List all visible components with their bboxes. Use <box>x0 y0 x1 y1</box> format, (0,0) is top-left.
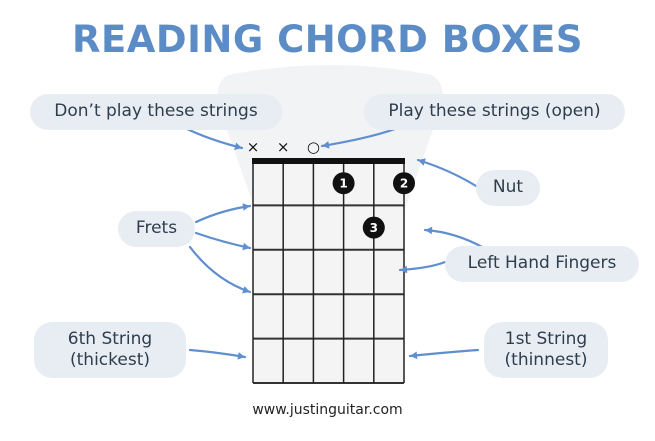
muted-string-marker: × <box>277 138 290 156</box>
arrow-head <box>322 141 330 149</box>
finger-dots: 1 2 3 <box>332 172 415 239</box>
label-first-string-line1: 1st String <box>504 328 588 349</box>
label-dont-play-strings: Don’t play these strings <box>30 94 282 130</box>
arrow-sixth-string <box>188 348 247 360</box>
muted-string-marker: × <box>247 138 260 156</box>
pointer-arrows <box>183 126 486 360</box>
finger-dot <box>332 172 355 195</box>
label-sixth-string-line2: (thickest) <box>70 350 150 370</box>
arrow-shaft <box>408 348 480 358</box>
finger-number: 1 <box>339 177 347 191</box>
arrow-head <box>242 286 250 294</box>
arrow-head <box>410 351 418 360</box>
label-left-hand-fingers: Left Hand Fingers <box>445 246 639 282</box>
label-first-string-line2: (thinnest) <box>504 350 588 370</box>
arrow-nut <box>416 158 478 188</box>
finger-number: 3 <box>370 221 378 235</box>
arrow-head <box>425 226 433 235</box>
nut-bar <box>252 158 405 164</box>
arrow-head <box>242 203 250 211</box>
open-string-marker: ○ <box>307 138 320 156</box>
arrow-shaft <box>194 204 252 224</box>
arrow-shaft <box>188 245 252 294</box>
label-nut: Nut <box>476 170 540 206</box>
arrow-fret-2 <box>194 231 252 251</box>
label-sixth-string-line1: 6th String <box>67 328 153 349</box>
fretboard-background <box>253 161 404 383</box>
string-markers: × × ○ <box>247 138 320 156</box>
arrow-head <box>234 142 242 151</box>
arrow-head <box>400 265 408 274</box>
label-sixth-string: 6th String (thickest) <box>34 322 186 378</box>
arrow-shaft <box>416 158 478 188</box>
label-left-hand-fingers-text: Left Hand Fingers <box>467 253 617 274</box>
arrow-head <box>237 352 245 360</box>
finger-dot <box>362 216 385 239</box>
fretboard-grid <box>252 158 405 384</box>
arrow-shaft <box>194 231 252 250</box>
page-title: READING CHORD BOXES <box>71 18 584 61</box>
arrow-fret-1 <box>194 203 252 224</box>
label-frets: Frets <box>118 211 195 247</box>
label-nut-text: Nut <box>492 177 524 198</box>
label-first-string: 1st String (thinnest) <box>484 322 608 378</box>
footer-url: www.justinguitar.com <box>252 402 403 418</box>
arrow-fret-3 <box>188 245 252 294</box>
arrow-first-string <box>408 348 480 360</box>
label-dont-play-text: Don’t play these strings <box>54 101 258 122</box>
label-frets-text: Frets <box>135 218 178 239</box>
arrow-finger-3 <box>398 260 447 274</box>
arrow-head <box>242 242 250 251</box>
label-play-open-strings: Play these strings (open) <box>364 94 625 130</box>
finger-dot <box>393 172 415 195</box>
finger-number: 2 <box>400 177 408 191</box>
label-play-open-text: Play these strings (open) <box>388 101 601 122</box>
arrow-head <box>418 158 426 166</box>
arrow-finger-2 <box>423 226 486 250</box>
arrow-shaft <box>188 348 247 359</box>
